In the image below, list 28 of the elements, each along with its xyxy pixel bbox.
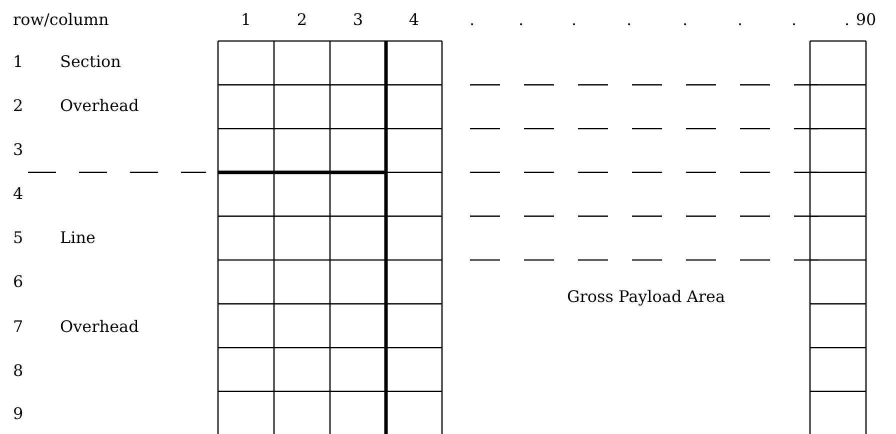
ellipsis-dot: . (469, 10, 475, 30)
ellipsis-dot: . (844, 10, 850, 30)
row-number: 7 (13, 317, 24, 337)
payload-label: Gross Payload Area (566, 287, 726, 307)
overhead-label: Line (60, 228, 96, 248)
row-number: 1 (13, 52, 24, 72)
column-number: 3 (352, 10, 364, 30)
column-number: 1 (240, 10, 252, 30)
ellipsis-dot: . (571, 10, 577, 30)
row-number: 5 (13, 228, 24, 248)
ellipsis-dot: . (737, 10, 743, 30)
row-number: 6 (13, 272, 24, 292)
overhead-label: Section (60, 52, 121, 72)
row-number: 9 (13, 404, 24, 424)
header-label: row/column (13, 10, 109, 30)
row-number: 8 (13, 361, 24, 381)
column-number: 90 (856, 10, 876, 30)
ellipsis-dot: . (626, 10, 632, 30)
row-number: 4 (13, 184, 24, 204)
overhead-label: Overhead (60, 317, 139, 337)
row-number: 2 (13, 96, 24, 116)
overhead-label: Overhead (60, 96, 139, 116)
ellipsis-dot: . (682, 10, 688, 30)
ellipsis-dot: . (791, 10, 797, 30)
row-number: 3 (13, 140, 24, 160)
column-number: 2 (296, 10, 308, 30)
ellipsis-dot: . (518, 10, 524, 30)
column-number: 4 (408, 10, 420, 30)
